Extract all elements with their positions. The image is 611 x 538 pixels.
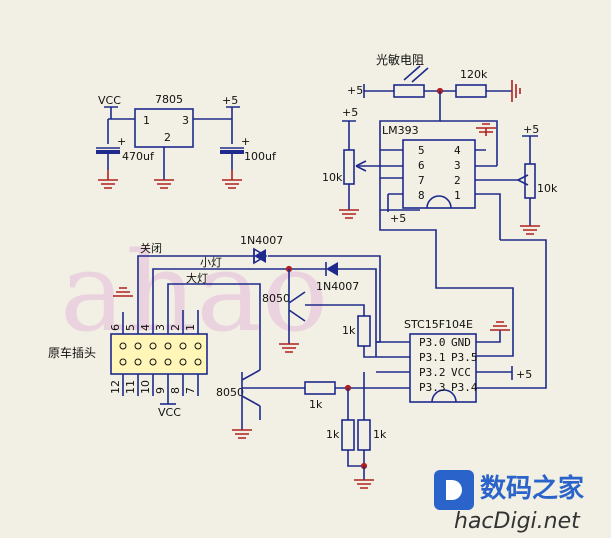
r-div1-value: 1k (326, 428, 340, 441)
ldr-resistor (393, 84, 425, 98)
car-connector: 原车插头 6 5 4 3 2 1 12 11 10 9 8 7 VCC 关闭 小… (48, 241, 222, 419)
brand-logo: 数码之家 hacDigi.net (434, 470, 584, 534)
r-q1-value: 1k (342, 324, 356, 337)
svg-text:P3.2: P3.2 (419, 366, 446, 379)
svg-text:GND: GND (451, 336, 471, 349)
svg-text:5: 5 (418, 144, 425, 157)
connector-vcc: VCC (158, 406, 181, 419)
r-base (304, 381, 336, 395)
regulator-7805: 7805 1 2 3 VCC +5 + 470uf + 100uf (96, 93, 277, 189)
svg-text:7: 7 (184, 387, 197, 394)
svg-text:8: 8 (169, 387, 182, 394)
svg-text:7: 7 (418, 174, 425, 187)
lm393: LM393 5 6 7 8 4 3 2 1 +5 (380, 120, 518, 240)
svg-text:11: 11 (124, 380, 137, 394)
svg-text:2: 2 (169, 324, 182, 331)
svg-text:P3.4: P3.4 (451, 381, 478, 394)
svg-text:4: 4 (139, 324, 152, 331)
diode1-label: 1N4007 (240, 234, 283, 247)
ldr-divider: 光敏电阻 +5 120k (347, 52, 521, 178)
diode2-label: 1N4007 (316, 280, 359, 293)
svg-text:P3.0: P3.0 (419, 336, 446, 349)
connector-body (110, 333, 208, 375)
mcu-part: STC15F104E (404, 318, 473, 331)
connector-title: 原车插头 (48, 345, 96, 360)
regulator-pin2: 2 (164, 131, 171, 144)
svg-text:+: + (117, 135, 126, 148)
signal-big: 大灯 (186, 271, 208, 285)
cap-in-plate (96, 150, 120, 154)
ldr-label: 光敏电阻 (376, 52, 424, 67)
r-base-value: 1k (309, 398, 323, 411)
signal-off: 关闭 (140, 241, 162, 255)
mcu-supply: +5 (516, 368, 532, 381)
mcu-stc15f104e: STC15F104E P3.0 P3.1 P3.2 P3.3 GND P3.5 … (366, 318, 532, 403)
svg-text:2: 2 (454, 174, 461, 187)
r-div2 (357, 419, 371, 451)
pot-right: +5 10k (517, 123, 558, 235)
lm393-supply: +5 (390, 212, 406, 225)
r120k (455, 84, 487, 98)
lm393-part: LM393 (382, 124, 419, 137)
svg-text:+: + (241, 135, 250, 148)
r120k-value: 120k (460, 68, 488, 81)
svg-text:9: 9 (154, 387, 167, 394)
pot-left-value: 10k (322, 171, 343, 184)
pot-right-body (524, 163, 536, 199)
pot-left: +5 10k (322, 106, 380, 219)
pot-right-supply: +5 (523, 123, 539, 136)
svg-text:P3.1: P3.1 (419, 351, 446, 364)
lm393-body (402, 139, 476, 209)
diode1 (254, 249, 266, 263)
cap-in-value: 470uf (122, 150, 155, 163)
svg-text:5: 5 (124, 324, 137, 331)
svg-text:6: 6 (109, 324, 122, 331)
signal-small: 小灯 (200, 256, 222, 269)
ldr-supply: +5 (347, 84, 363, 97)
svg-text:6: 6 (418, 159, 425, 172)
svg-text:4: 4 (454, 144, 461, 157)
q2-and-dividers: 8050 1k 1k 1k (170, 283, 387, 489)
svg-text:12: 12 (109, 380, 122, 394)
connector-pins (119, 342, 202, 366)
svg-text:3: 3 (454, 159, 461, 172)
svg-text:VCC: VCC (451, 366, 471, 379)
mcu-body (409, 333, 477, 403)
q2-label: 8050 (216, 386, 244, 399)
pot-left-supply: +5 (342, 106, 358, 119)
cap-out-plate (220, 150, 244, 154)
regulator-part: 7805 (155, 93, 183, 106)
regulator-vin-label: VCC (98, 94, 121, 107)
pot-right-value: 10k (537, 182, 558, 195)
r-div2-value: 1k (373, 428, 387, 441)
brand-latin: hacDigi.net (454, 509, 581, 534)
regulator-pin1: 1 (143, 114, 150, 127)
svg-text:10: 10 (139, 380, 152, 394)
svg-text:3: 3 (154, 324, 167, 331)
regulator-pin3: 3 (182, 114, 189, 127)
diodes-and-q1: 1N4007 1N4007 8050 1k (140, 234, 381, 358)
svg-text:8: 8 (418, 189, 425, 202)
cap-out-value: 100uf (244, 150, 277, 163)
r-q1 (357, 315, 371, 347)
svg-text:P3.5: P3.5 (451, 351, 478, 364)
q1-label: 8050 (262, 292, 290, 305)
svg-text:P3.3: P3.3 (419, 381, 446, 394)
regulator-vout-label: +5 (222, 94, 238, 107)
diode2 (326, 262, 338, 276)
brand-cn: 数码之家 (480, 473, 584, 504)
r-div1 (341, 419, 355, 451)
svg-text:1: 1 (184, 324, 197, 331)
pot-left-body (343, 149, 355, 185)
svg-text:1: 1 (454, 189, 461, 202)
